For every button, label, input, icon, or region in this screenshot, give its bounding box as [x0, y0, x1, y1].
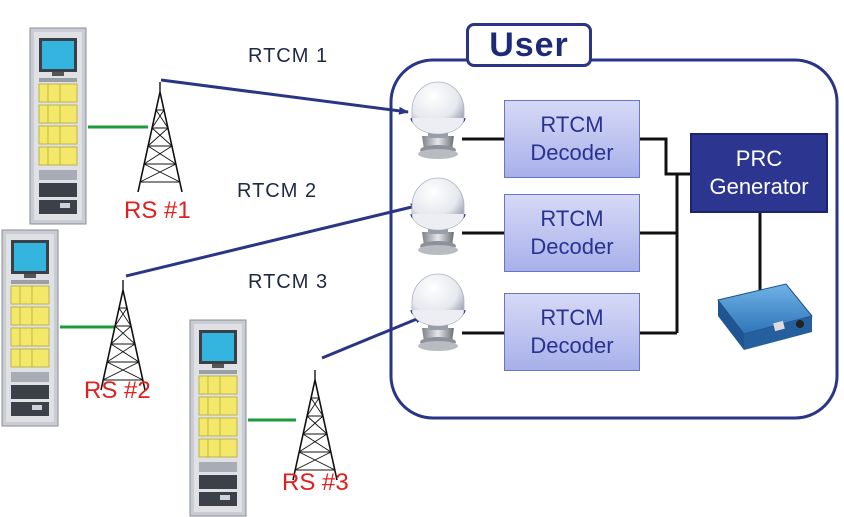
rs-2-label: RS #2 — [84, 377, 151, 404]
rtcm-2-arrow — [125, 203, 421, 278]
receiver-device-icon — [717, 283, 813, 350]
server-rack-icon — [189, 319, 247, 517]
server-rack-icon — [1, 229, 59, 427]
decoder-line-1: RTCM — [540, 305, 604, 330]
gnss-antenna-icon — [410, 80, 466, 161]
radio-tower-icon — [292, 369, 338, 481]
generator-line-1: PRC — [735, 146, 783, 171]
generator-line-2: Generator — [709, 174, 809, 199]
rtcm-3-arrow — [321, 314, 425, 360]
decoder-line-2: Decoder — [530, 333, 614, 358]
rtcm-3-label: RTCM 3 — [248, 271, 329, 293]
rtcm-decoder-box: RTCM Decoder — [504, 293, 640, 371]
decoder-bus — [640, 137, 690, 335]
gnss-antenna-icon — [410, 176, 466, 257]
decoder-line-1: RTCM — [540, 206, 604, 231]
rs-3-label: RS #3 — [282, 469, 349, 496]
radio-tower-icon — [137, 81, 183, 193]
prc-generator-box: PRC Generator — [690, 133, 828, 213]
rtcm-decoder-box: RTCM Decoder — [504, 100, 640, 178]
rtcm-decoder-box: RTCM Decoder — [504, 194, 640, 272]
rtcm-1-label: RTCM 1 — [248, 45, 329, 67]
radio-tower-icon — [100, 279, 146, 391]
user-frame — [389, 58, 839, 420]
rtcm-2-label: RTCM 2 — [237, 180, 318, 202]
server-rack-icon — [29, 27, 87, 225]
user-label: User — [466, 23, 592, 67]
decoder-line-2: Decoder — [530, 234, 614, 259]
decoder-line-1: RTCM — [540, 112, 604, 137]
rtcm-1-arrow — [160, 78, 409, 115]
gnss-antenna-icon — [410, 272, 466, 353]
rs-1-label: RS #1 — [124, 197, 191, 224]
decoder-line-2: Decoder — [530, 140, 614, 165]
